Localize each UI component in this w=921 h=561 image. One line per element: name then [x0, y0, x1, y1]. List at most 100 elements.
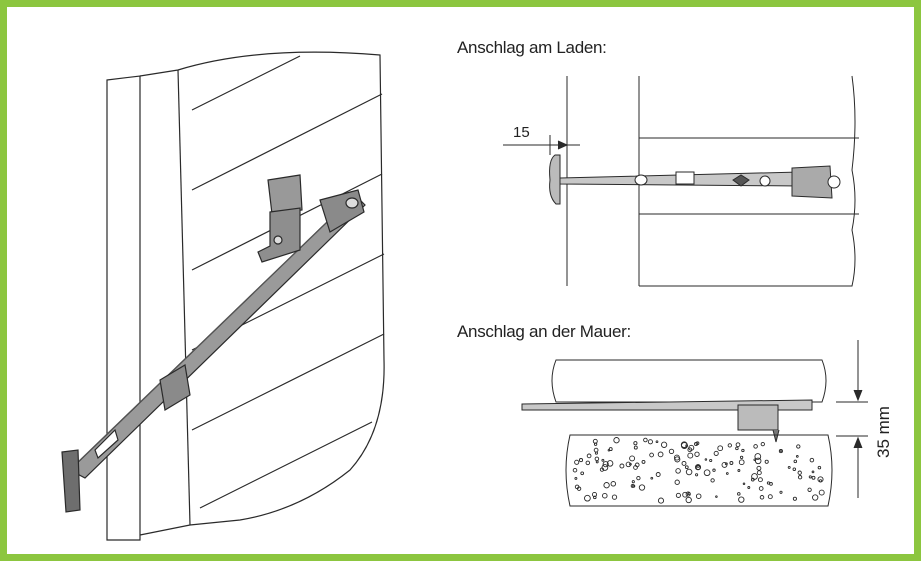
texture-dot [797, 475, 803, 480]
dimension-35mm-label: 35 mm [874, 406, 893, 458]
texture-dot [739, 455, 744, 460]
texture-dot [704, 458, 708, 461]
texture-dot [641, 459, 646, 464]
texture-dot [625, 461, 632, 468]
texture-dot [572, 467, 578, 473]
texture-dot [764, 459, 769, 464]
texture-dot [779, 490, 783, 494]
texture-dot [738, 459, 745, 466]
texture-dot [727, 443, 732, 448]
texture-dot [687, 447, 693, 453]
texture-dot [685, 468, 693, 476]
texture-dot [741, 448, 745, 453]
texture-dot [601, 458, 605, 462]
texture-dot [636, 475, 641, 481]
texture-dot [576, 486, 582, 491]
texture-dot [593, 442, 598, 446]
texture-dot [684, 465, 689, 470]
texture-dot [638, 484, 646, 491]
texture-dot [586, 453, 592, 459]
texture-dot [778, 449, 783, 454]
texture-dot [787, 465, 791, 469]
texture-dot [695, 465, 701, 470]
texture-dot [756, 470, 762, 476]
texture-dot [710, 478, 715, 483]
texture-dot [766, 481, 771, 485]
texture-dot [797, 470, 802, 475]
texture-dot [795, 455, 799, 458]
texture-dot [817, 465, 822, 470]
texture-dot [594, 456, 600, 462]
texture-dot [674, 479, 680, 485]
texture-dot [591, 491, 598, 498]
texture-dot [694, 441, 699, 447]
texture-dot [594, 451, 598, 455]
texture-dot [724, 462, 728, 466]
texture-dot [737, 469, 741, 472]
texture-dot [613, 437, 620, 444]
texture-dot [650, 476, 654, 480]
texture-dot [657, 451, 664, 458]
texture-dot [611, 494, 618, 500]
wall-stop-label: Anschlag an der Mauer: [457, 322, 631, 341]
texture-dot [729, 461, 734, 465]
texture-dot [759, 495, 765, 500]
texture-dot [606, 460, 614, 467]
texture-dot [812, 494, 819, 501]
texture-dot [647, 439, 653, 445]
texture-dot [601, 464, 609, 471]
texture-dot [738, 496, 745, 503]
texture-dot [811, 470, 815, 474]
shutter-stop-label: Anschlag am Laden: [457, 38, 607, 57]
texture-dot [629, 455, 636, 462]
texture-dot [584, 494, 591, 502]
texture-dot [655, 472, 661, 477]
texture-dot [660, 441, 668, 448]
texture-dot [595, 460, 599, 464]
texture-dot [681, 460, 687, 466]
texture-dot [687, 492, 691, 496]
texture-dot [742, 482, 746, 486]
texture-dot [796, 444, 801, 449]
texture-dot [619, 463, 625, 469]
texture-dot [668, 448, 675, 455]
texture-dot [657, 497, 665, 504]
texture-dot [675, 492, 681, 498]
texture-dot [608, 447, 613, 452]
texture-dot [793, 459, 798, 464]
texture-dot [682, 491, 688, 498]
texture-dot [751, 473, 758, 480]
texture-dot [757, 477, 763, 483]
texture-dot [792, 467, 797, 471]
wall-stop-drawing [521, 340, 868, 507]
texture-dot [695, 473, 699, 477]
texture-dot [593, 447, 599, 453]
texture-dot [649, 452, 654, 458]
texture-dot [578, 458, 584, 463]
texture-dot [634, 462, 640, 468]
texture-dot [631, 480, 635, 484]
texture-dot [680, 441, 688, 449]
texture-dot [602, 492, 608, 499]
texture-dot [807, 487, 812, 492]
texture-dot [715, 495, 718, 498]
texture-dot [811, 475, 816, 480]
texture-dot [819, 479, 823, 483]
texture-dot [574, 459, 580, 465]
shutter-stop-drawing [503, 75, 859, 287]
texture-dot [603, 482, 610, 489]
texture-dot [818, 489, 825, 496]
texture-dot [674, 456, 681, 463]
texture-dot [808, 475, 812, 479]
texture-dot [687, 452, 694, 459]
texture-dot [695, 493, 702, 499]
masonry-texture [572, 437, 825, 504]
dimension-15-label: 15 [513, 124, 530, 141]
texture-dot [703, 469, 711, 477]
texture-dot [712, 468, 716, 472]
texture-dot [737, 492, 741, 496]
texture-dot [580, 471, 585, 476]
perspective-illustration [61, 51, 385, 541]
texture-dot [758, 486, 764, 491]
